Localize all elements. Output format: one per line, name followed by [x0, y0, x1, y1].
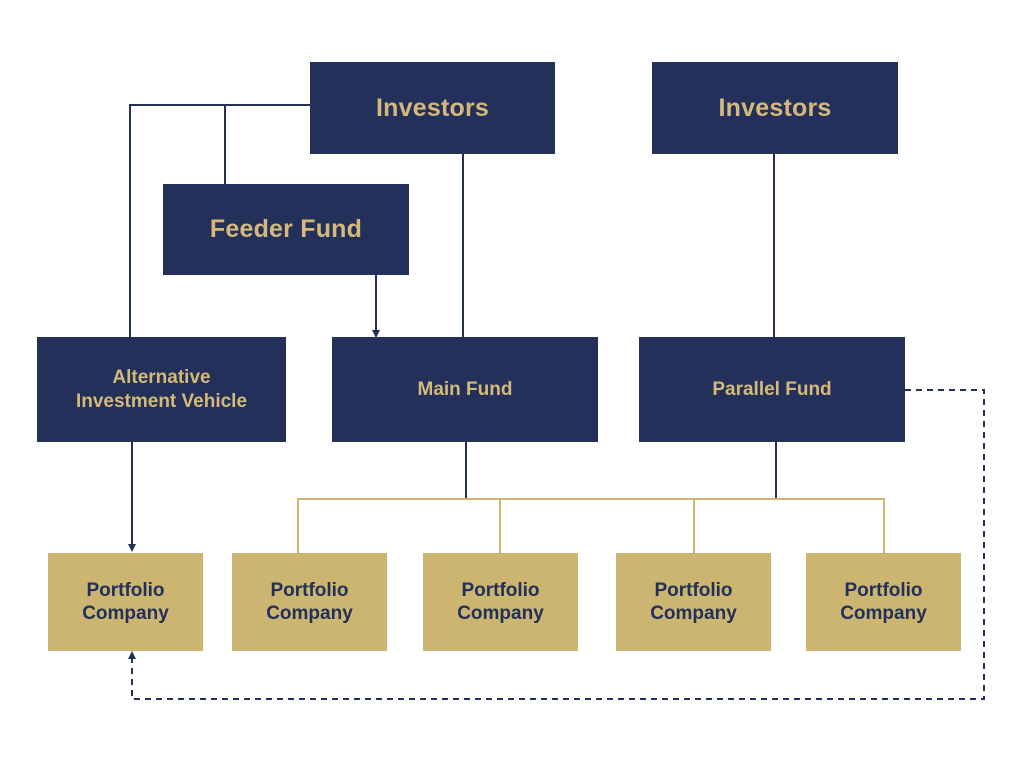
parallel-fund-label: Parallel Fund — [712, 378, 832, 400]
portfolio-company-4-line-1: Portfolio — [654, 579, 733, 601]
portfolio-company-5-line-1: Portfolio — [844, 579, 923, 601]
main-fund-node: Main Fund — [332, 337, 598, 442]
aiv-label-line-1: Alternative — [112, 367, 211, 389]
portfolio-company-2-line-1: Portfolio — [270, 579, 349, 601]
portfolio-company-1-line-1: Portfolio — [86, 579, 165, 601]
portfolio-company-1-line-2: Company — [82, 603, 169, 624]
investors-left-node: Investors — [310, 62, 555, 154]
portfolio-company-5-line-2: Company — [840, 603, 927, 624]
alternative-investment-vehicle-node: Alternative Investment Vehicle — [37, 337, 286, 442]
investors-right-label: Investors — [718, 93, 832, 122]
parallel-fund-node: Parallel Fund — [639, 337, 905, 442]
main-fund-label: Main Fund — [417, 378, 513, 400]
portfolio-company-5: Portfolio Company — [806, 553, 961, 651]
portfolio-company-2: Portfolio Company — [232, 553, 387, 651]
edge-parallel-to-portfolio-1-dashed — [128, 389, 985, 700]
aiv-label-line-2: Investment Vehicle — [75, 390, 248, 412]
portfolio-company-1: Portfolio Company — [48, 553, 203, 651]
feeder-fund-label: Feeder Fund — [209, 215, 363, 244]
investors-left-label: Investors — [376, 93, 489, 122]
edge-investors-to-aiv — [129, 104, 310, 337]
portfolio-company-4-line-2: Company — [650, 603, 737, 624]
portfolio-company-4: Portfolio Company — [616, 553, 771, 651]
investors-right-node: Investors — [652, 62, 898, 154]
portfolio-company-3-line-1: Portfolio — [461, 579, 540, 601]
feeder-fund-node: Feeder Fund — [163, 184, 409, 275]
portfolio-bracket — [297, 498, 885, 553]
portfolio-company-3-line-2: Company — [457, 603, 544, 624]
portfolio-company-2-line-2: Company — [266, 603, 353, 624]
portfolio-company-3: Portfolio Company — [423, 553, 578, 651]
